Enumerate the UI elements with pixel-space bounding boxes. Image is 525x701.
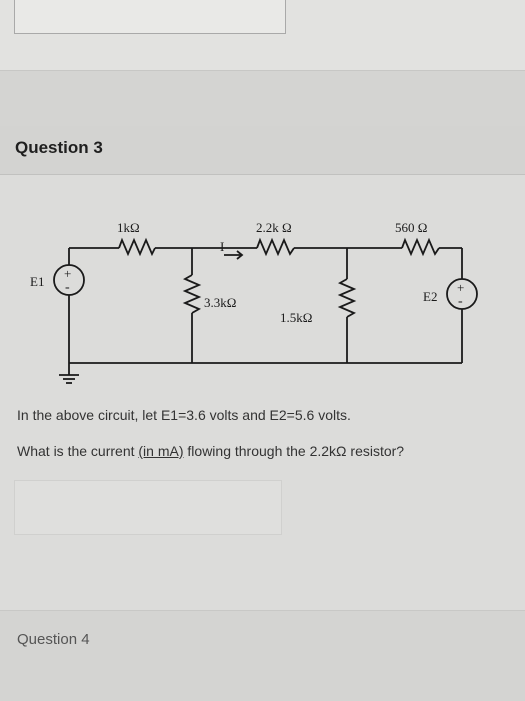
source-e2-plus: + [457,280,464,295]
question-3-text-underlined: (in mA) [138,443,184,459]
separator-band [0,70,525,127]
source-e2-label: E2 [423,289,437,304]
source-e1-minus: - [65,280,70,295]
resistor-560-label: 560 Ω [395,220,427,235]
source-e2-minus: - [458,294,463,309]
previous-question-area [0,0,525,70]
question-4-title: Question 4 [17,631,90,648]
current-label: I [220,239,224,254]
resistor-3-3k-zigzag [182,274,202,314]
previous-answer-box[interactable] [14,0,286,34]
resistor-2-2k-label: 2.2k Ω [256,220,292,235]
answer-input-area[interactable] [14,480,282,535]
question-3-text-line2: What is the current (in mA) flowing thro… [17,443,404,459]
current-arrow-head [236,250,244,260]
question-3-body: 1kΩ 2.2k Ω 560 Ω I 3.3kΩ 1.5kΩ E1 E2 + -… [0,175,525,701]
question-3-text-after: flowing through the 2.2kΩ resistor? [183,443,405,459]
question-3-text-before: What is the current [17,443,139,459]
question-3-text-line1: In the above circuit, let E1=3.6 volts a… [17,407,351,423]
question-3-title: Question 3 [15,138,103,157]
resistor-1k-zigzag [118,237,156,257]
resistor-1-5k-zigzag [337,278,357,318]
resistor-3-3k-label: 3.3kΩ [204,295,236,310]
resistor-2-2k-zigzag [256,237,295,257]
source-e1-plus: + [64,266,71,281]
question-3-header: Question 3 [0,126,525,175]
resistor-1k-label: 1kΩ [117,220,140,235]
source-e1-label: E1 [30,274,44,289]
resistor-560-zigzag [401,237,440,257]
circuit-diagram: 1kΩ 2.2k Ω 560 Ω I 3.3kΩ 1.5kΩ E1 E2 + -… [30,220,478,384]
resistor-1-5k-label: 1.5kΩ [280,310,312,325]
question-4-header: Question 4 [0,610,525,701]
